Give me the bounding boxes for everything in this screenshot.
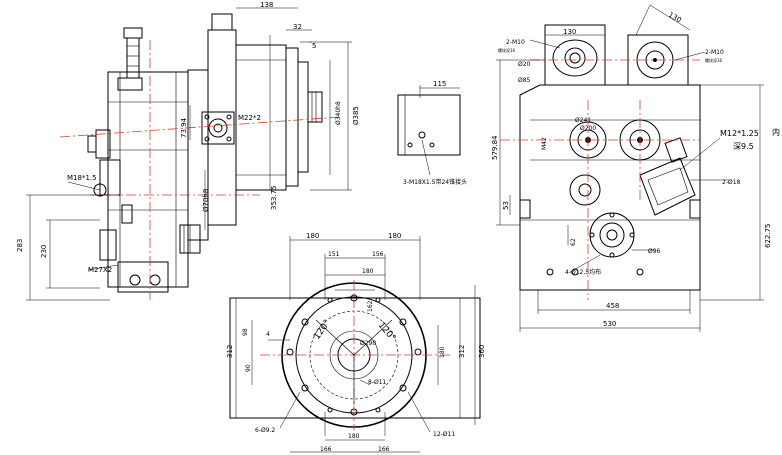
label-8-11: 8-Ø11 — [368, 379, 387, 386]
label-m18: M18*1.5 — [67, 174, 97, 182]
label-m27: M27X2 — [88, 266, 112, 274]
front-body — [519, 84, 701, 291]
side-fitting — [99, 159, 121, 196]
top-left-boss — [544, 24, 606, 86]
port-detail-view: 115 3-M18X1.5带24锥接头 — [397, 80, 467, 186]
dim-32: 32 — [293, 23, 302, 31]
dim-180-l: 180 — [306, 232, 319, 240]
dim-m42: M42 — [541, 137, 548, 150]
side-view: 283 230 M18*1.5 M27X2 73.94 Ø70h8 353.75… — [16, 1, 360, 301]
label-m12: M12*1.25 — [720, 129, 759, 138]
dim-96: Ø96 — [648, 248, 661, 255]
dim-180-v: 180 — [439, 346, 446, 358]
port-plate — [201, 111, 235, 145]
dim-180-r: 180 — [388, 232, 401, 240]
dim-130-top: 130 — [667, 11, 683, 25]
dim-180-b: 180 — [348, 433, 360, 440]
shaft — [307, 91, 323, 123]
valve-base — [117, 77, 143, 91]
dim-230: 230 — [40, 245, 48, 258]
bottom-flange — [589, 212, 635, 258]
dim-53: 53 — [502, 201, 510, 210]
label-2-18: 2-Ø18 — [722, 179, 741, 186]
valve-cap — [123, 27, 143, 39]
dim-162: 162 — [367, 300, 374, 312]
dim-312-l: 312 — [226, 345, 234, 358]
label-6-9-2: 6-Ø9.2 — [255, 427, 275, 434]
dim-241: Ø241 — [575, 117, 591, 124]
label-4-12-5: 4-Ø12.5均布 — [565, 268, 601, 276]
front-view: 130 130 2-M10 螺纹深16 2-M10 螺纹深16 Ø20 Ø85 … — [491, 4, 780, 332]
dim-151: 151 — [328, 251, 340, 258]
bottom-block — [117, 261, 169, 293]
note-right: 螺纹深16 — [705, 57, 723, 63]
dim-290: Ø290 — [360, 340, 376, 347]
port-detail-body — [397, 94, 461, 156]
dim-70h8: Ø70h8 — [202, 189, 210, 212]
dim-138: 138 — [260, 1, 273, 9]
dim-312-r: 312 — [458, 345, 466, 358]
base-plate — [229, 297, 481, 419]
label-12-11: 12-Ø11 — [433, 431, 455, 438]
angle-120-l: 120° — [312, 318, 333, 342]
dim-115: 115 — [433, 80, 446, 88]
dim-360: 360 — [478, 345, 486, 358]
bottom-view: 180 180 151 156 180 162 120° 120° Ø290 9… — [226, 232, 486, 453]
dim-85: Ø85 — [518, 77, 531, 84]
label-2m10-right: 2-M10 — [705, 49, 724, 56]
dim-4: 4 — [266, 331, 270, 338]
label-inner: 内 — [772, 127, 780, 137]
lower-fitting — [99, 229, 117, 261]
dim-98: 98 — [242, 328, 249, 336]
dim-579-84: 579.84 — [491, 135, 499, 160]
dim-156: 156 — [372, 251, 384, 258]
dim-200: Ø200 — [580, 125, 596, 132]
dim-622-75: 622.75 — [764, 224, 772, 249]
dim-90: 90 — [245, 364, 252, 372]
dim-340h8: Ø340h8 — [335, 101, 342, 125]
dim-166-r: 166 — [378, 446, 390, 453]
label-m22: M22*2 — [238, 114, 261, 122]
label-2m10-left: 2-M10 — [506, 39, 525, 46]
dim-166-l: 166 — [320, 446, 332, 453]
dim-73-94: 73.94 — [180, 117, 188, 138]
dim-385: Ø385 — [352, 106, 360, 125]
dim-20: Ø20 — [518, 61, 531, 68]
dim-62: 62 — [570, 238, 577, 246]
dim-5: 5 — [312, 42, 316, 50]
label-depth: 深9.5 — [733, 142, 754, 151]
centerline-main — [59, 116, 341, 138]
dim-458: 458 — [606, 302, 619, 310]
dim-353-75: 353.75 — [270, 186, 278, 211]
dim-180-mid: 180 — [362, 268, 374, 275]
dim-283: 283 — [16, 239, 24, 252]
dim-130: 130 — [563, 28, 576, 36]
solenoid-block — [639, 157, 696, 216]
label-3m18: 3-M18X1.5带24锥接头 — [403, 178, 467, 186]
fitting-nut — [93, 183, 107, 197]
note-left: 螺纹深16 — [498, 47, 516, 53]
dim-530: 530 — [603, 320, 616, 328]
